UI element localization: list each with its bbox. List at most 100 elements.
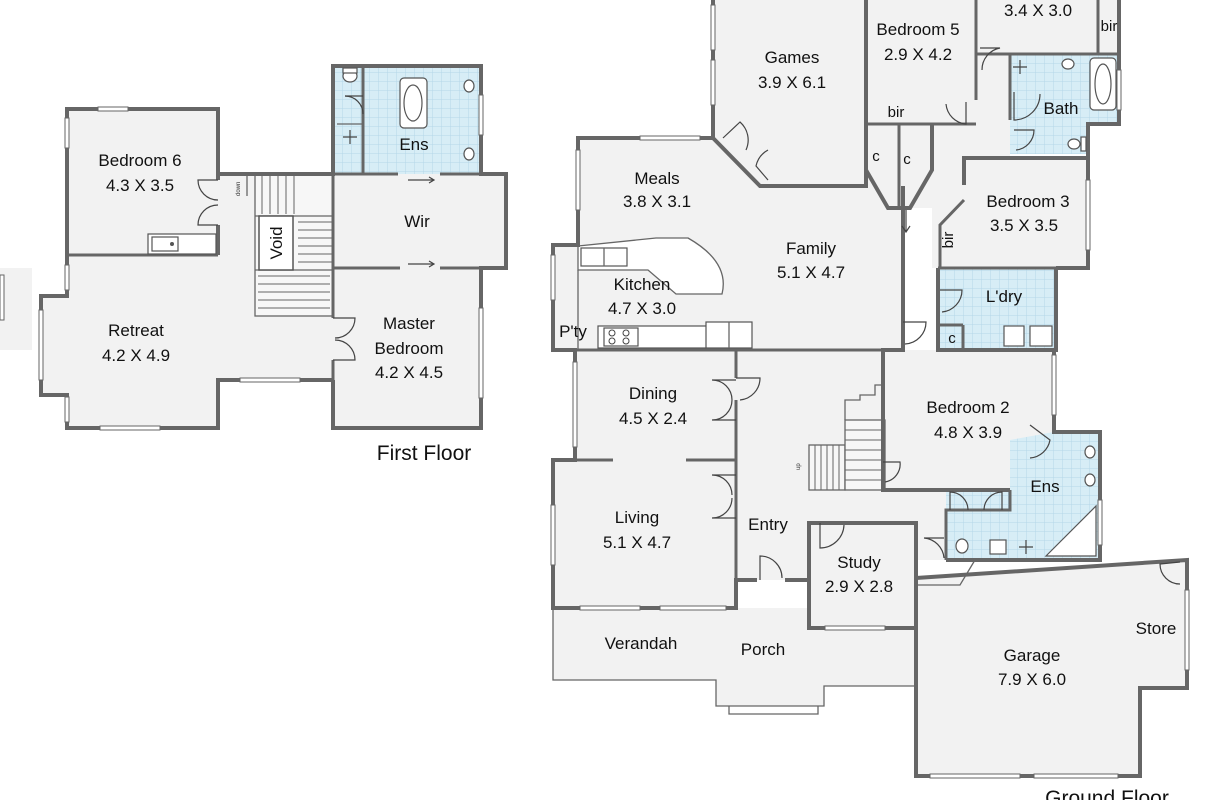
window <box>550 254 556 301</box>
door <box>711 474 736 519</box>
games-name: Games <box>765 48 820 67</box>
hall-floor <box>976 54 1010 158</box>
window <box>1116 69 1122 111</box>
door <box>1029 424 1051 459</box>
stair-up-note: up <box>796 463 802 470</box>
door <box>759 555 783 580</box>
retreat-wall <box>39 255 333 430</box>
ens2-name: Ens <box>1030 477 1059 496</box>
bedroom3-floor <box>964 158 1088 268</box>
wir-name: Wir <box>404 212 430 231</box>
window <box>38 309 44 381</box>
bedroom5-floor <box>866 0 976 124</box>
porch-name: Porch <box>741 640 785 659</box>
window <box>1033 773 1119 779</box>
basin <box>463 147 475 161</box>
family-name: Family <box>786 239 837 258</box>
verandah-name: Verandah <box>605 634 678 653</box>
garage-floor <box>916 560 1187 776</box>
door <box>1159 561 1181 585</box>
dining-name: Dining <box>629 384 677 403</box>
window <box>550 504 556 566</box>
basin <box>1061 58 1075 70</box>
door <box>923 537 945 559</box>
door <box>1013 92 1041 121</box>
games-wall <box>711 0 868 188</box>
window <box>710 4 716 51</box>
master-name: Master <box>383 314 435 333</box>
basin <box>989 539 1007 555</box>
cooktop <box>603 327 639 347</box>
bedroom4-floor <box>976 0 1119 54</box>
dining-floor <box>575 350 736 460</box>
void-box <box>258 215 294 271</box>
window <box>579 605 641 611</box>
garage-name: Garage <box>1004 646 1061 665</box>
ens-name: Ens <box>399 135 428 154</box>
basin <box>1084 473 1096 487</box>
cupboard-name: c <box>872 148 880 165</box>
meals-name: Meals <box>634 169 679 188</box>
bedroom5-name: Bedroom 5 <box>876 20 959 39</box>
door <box>949 491 1003 511</box>
study-name: Study <box>837 553 881 572</box>
window <box>64 396 70 423</box>
door <box>333 317 356 361</box>
laundry-name: L'dry <box>986 287 1023 306</box>
door <box>903 321 927 345</box>
ground-floor-stairs: up <box>796 384 886 491</box>
bedroom3-size: 3.5 X 3.5 <box>990 216 1058 235</box>
sliding-door <box>408 260 436 268</box>
bir-name: bir <box>888 104 905 121</box>
entry-name: Entry <box>748 515 788 534</box>
pantry-name: P'ty <box>559 322 587 341</box>
ground-floor-plan: up <box>0 0 1190 800</box>
door <box>980 47 1001 71</box>
window <box>824 625 886 631</box>
window <box>97 106 129 112</box>
study-wall <box>785 521 918 630</box>
verandah-floor <box>553 608 916 706</box>
washer <box>1029 325 1053 347</box>
family-east-wall <box>881 186 1010 492</box>
bath-name: Bath <box>1044 99 1079 118</box>
toilet <box>1067 138 1081 150</box>
window <box>710 59 716 106</box>
window <box>929 773 1021 779</box>
master-suite-wall <box>218 64 508 430</box>
living-name: Living <box>615 508 659 527</box>
shower-head <box>1013 60 1027 74</box>
window <box>572 361 578 448</box>
kitchen-name: Kitchen <box>614 275 671 294</box>
bedroom4-size: 3.4 X 3.0 <box>1004 1 1072 20</box>
retreat-size: 4.2 X 4.9 <box>102 346 170 365</box>
bath-floor <box>1010 54 1088 154</box>
living-size: 5.1 X 4.7 <box>603 533 671 552</box>
bir-name: bir <box>940 232 957 249</box>
door <box>197 179 219 226</box>
void-name: Void <box>267 226 286 259</box>
bedroom2-name: Bedroom 2 <box>926 398 1009 417</box>
first-floor-plan: down <box>38 64 508 465</box>
window <box>1097 499 1103 546</box>
window <box>478 94 484 136</box>
games-size: 3.9 X 6.1 <box>758 73 826 92</box>
basin <box>463 79 475 93</box>
games-floor <box>713 0 866 186</box>
door <box>940 289 963 313</box>
sliding-door <box>408 176 436 184</box>
door <box>711 379 736 421</box>
door <box>722 121 769 181</box>
door <box>1014 129 1035 151</box>
laundry-sink <box>1003 325 1025 347</box>
wir-floor <box>333 174 506 268</box>
master-size: 4.2 X 4.5 <box>375 363 443 382</box>
window <box>639 135 701 141</box>
basin <box>1084 445 1096 459</box>
dining-size: 4.5 X 2.4 <box>619 409 687 428</box>
bedroom6-wall <box>65 107 220 255</box>
bir-name: bir <box>1101 18 1118 35</box>
retreat-name: Retreat <box>108 321 164 340</box>
living-floor <box>553 460 736 608</box>
